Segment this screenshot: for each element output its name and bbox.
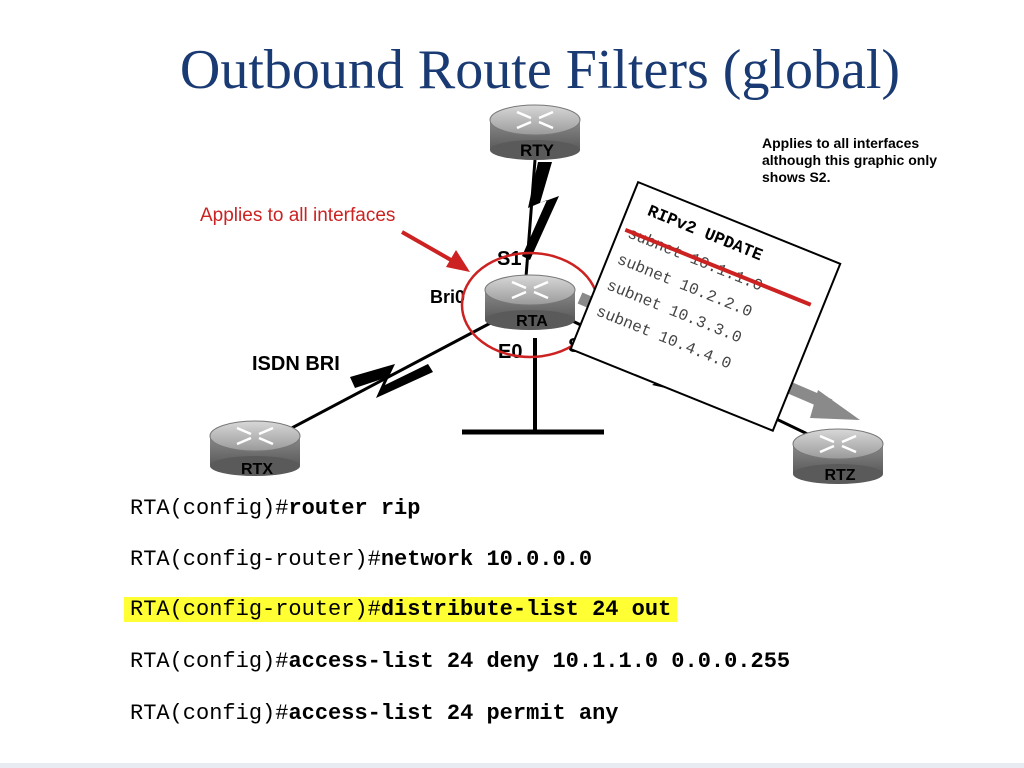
link-rta-rty <box>523 159 537 291</box>
graphic-note: Applies to all interfaces although this … <box>762 135 937 185</box>
interface-e0-label: E0 <box>498 341 522 363</box>
command-line-2: RTA(config-router)#network 10.0.0.0 <box>130 547 592 572</box>
command-line-1: RTA(config)#router rip <box>130 496 420 521</box>
router-rty-label: RTY <box>520 141 555 160</box>
router-rta-label: RTA <box>516 313 548 330</box>
lightning-s1 <box>522 162 559 260</box>
command-prompt: RTA(config-router)# <box>130 597 381 622</box>
command-text: network 10.0.0.0 <box>380 547 593 572</box>
command-text: access-list 24 permit any <box>288 701 619 726</box>
command-line-3-highlighted: RTA(config-router)#distribute-list 24 ou… <box>124 597 678 622</box>
command-line-5: RTA(config)#access-list 24 permit any <box>130 701 619 726</box>
router-rtz-label: RTZ <box>824 467 855 484</box>
update-arrow-head <box>810 390 860 420</box>
command-prompt: RTA(config)# <box>130 496 289 521</box>
command-line-4: RTA(config)#access-list 24 deny 10.1.1.0… <box>130 649 790 674</box>
red-pointer-head <box>446 250 470 272</box>
command-text: router rip <box>288 496 421 521</box>
command-text: access-list 24 deny 10.1.1.0 0.0.0.255 <box>288 649 791 674</box>
page-title: Outbound Route Filters (global) <box>179 39 901 101</box>
command-prompt: RTA(config-router)# <box>130 547 381 572</box>
footer-divider <box>0 763 1024 768</box>
interface-bri0-label: Bri0 <box>430 287 465 307</box>
strike-line <box>624 227 812 307</box>
applies-all-note: Applies to all interfaces <box>200 205 396 226</box>
lightning-isdn <box>350 364 433 398</box>
command-text: distribute-list 24 out <box>380 597 672 622</box>
command-prompt: RTA(config)# <box>130 649 289 674</box>
router-rtx-label: RTX <box>241 461 273 478</box>
command-prompt: RTA(config)# <box>130 701 289 726</box>
ripv2-update-box: RIPv2 UPDATE subnet 10.1.1.0 subnet 10.2… <box>569 180 842 432</box>
isdn-bri-label: ISDN BRI <box>252 353 340 375</box>
red-pointer-line <box>401 230 459 266</box>
